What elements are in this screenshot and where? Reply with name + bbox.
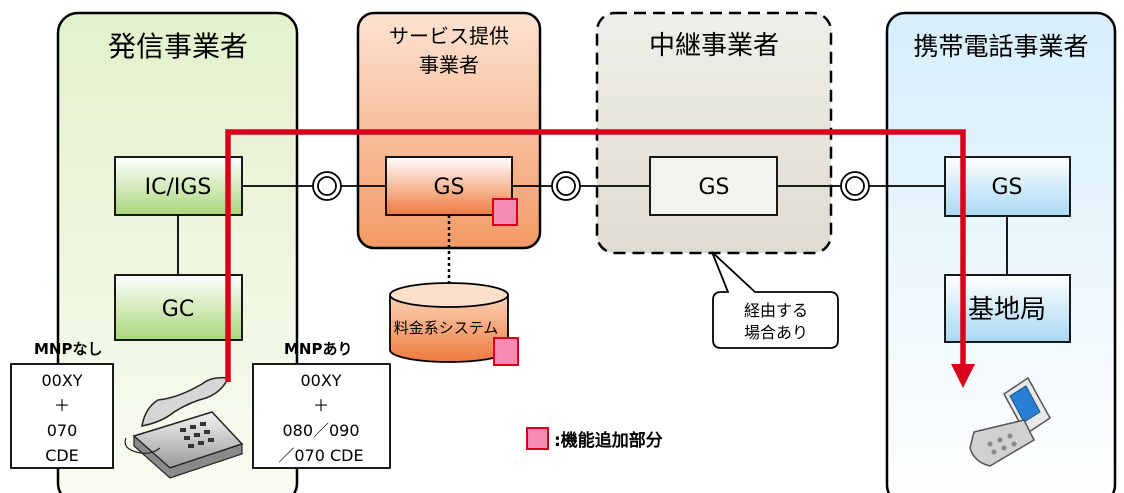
interconnect-3	[840, 171, 870, 201]
region-transit-title: 中継事業者	[649, 31, 779, 61]
interconnect-2	[551, 171, 581, 201]
desk-phone-icon	[124, 376, 244, 479]
number-right-line1: 00XY	[300, 371, 341, 390]
connections	[177, 185, 1008, 275]
node-gc: GC	[114, 274, 243, 341]
node-gc-label: GC	[162, 297, 194, 322]
number-right-line3: 080／090	[282, 421, 359, 440]
number-box-left: 00XY ＋ 070 CDE	[10, 363, 114, 469]
mobile-phone-icon	[969, 376, 1051, 467]
billing-system-label: 料金系システム	[394, 319, 499, 337]
legend-text: :機能追加部分	[554, 430, 663, 451]
billing-system-database: 料金系システム	[389, 282, 509, 363]
node-gs-mobile: GS	[944, 156, 1071, 217]
mnp-none-label: MNPなし	[34, 340, 102, 358]
node-gs-service-label: GS	[433, 175, 464, 200]
callout-line2: 場合あり	[744, 323, 808, 342]
interconnect-1	[312, 171, 342, 201]
region-mobile-title: 携帯電話事業者	[913, 32, 1088, 61]
number-left-line3: 070	[47, 421, 78, 440]
number-left-line2: ＋	[54, 396, 70, 415]
callout-line1: 経由する	[744, 301, 808, 320]
number-right-line4: ／070 CDE	[278, 446, 363, 465]
region-mobile-carrier: 携帯電話事業者	[885, 11, 1117, 493]
function-added-marker-gs	[492, 198, 518, 226]
node-gs-transit-label: GS	[698, 175, 729, 200]
region-originator-title: 発信事業者	[108, 30, 248, 63]
node-gs-transit: GS	[649, 156, 778, 216]
number-right-line2: ＋	[313, 396, 329, 415]
node-base-station: 基地局	[944, 274, 1071, 343]
legend: :機能追加部分	[526, 427, 663, 451]
callout-may-transit: 経由する 場合あり	[711, 251, 839, 349]
mnp-yes-label: MNPあり	[284, 340, 352, 358]
node-gs-service: GS	[385, 156, 513, 216]
call-route-arrow	[225, 129, 975, 388]
legend-marker	[526, 427, 549, 450]
route-arrowhead	[951, 364, 975, 388]
number-left-line4: CDE	[45, 446, 79, 465]
number-box-right: 00XY ＋ 080／090 ／070 CDE	[252, 363, 391, 469]
number-left-line1: 00XY	[41, 371, 82, 390]
function-added-marker-billing	[493, 337, 519, 366]
region-service-title-line2: 事業者	[419, 53, 479, 77]
node-base-station-label: 基地局	[968, 295, 1046, 325]
node-ic-igs: IC/IGS	[114, 156, 243, 216]
node-ic-igs-label: IC/IGS	[145, 175, 212, 200]
node-gs-mobile-label: GS	[991, 175, 1022, 200]
region-service-title-line1: サービス提供	[389, 24, 509, 48]
